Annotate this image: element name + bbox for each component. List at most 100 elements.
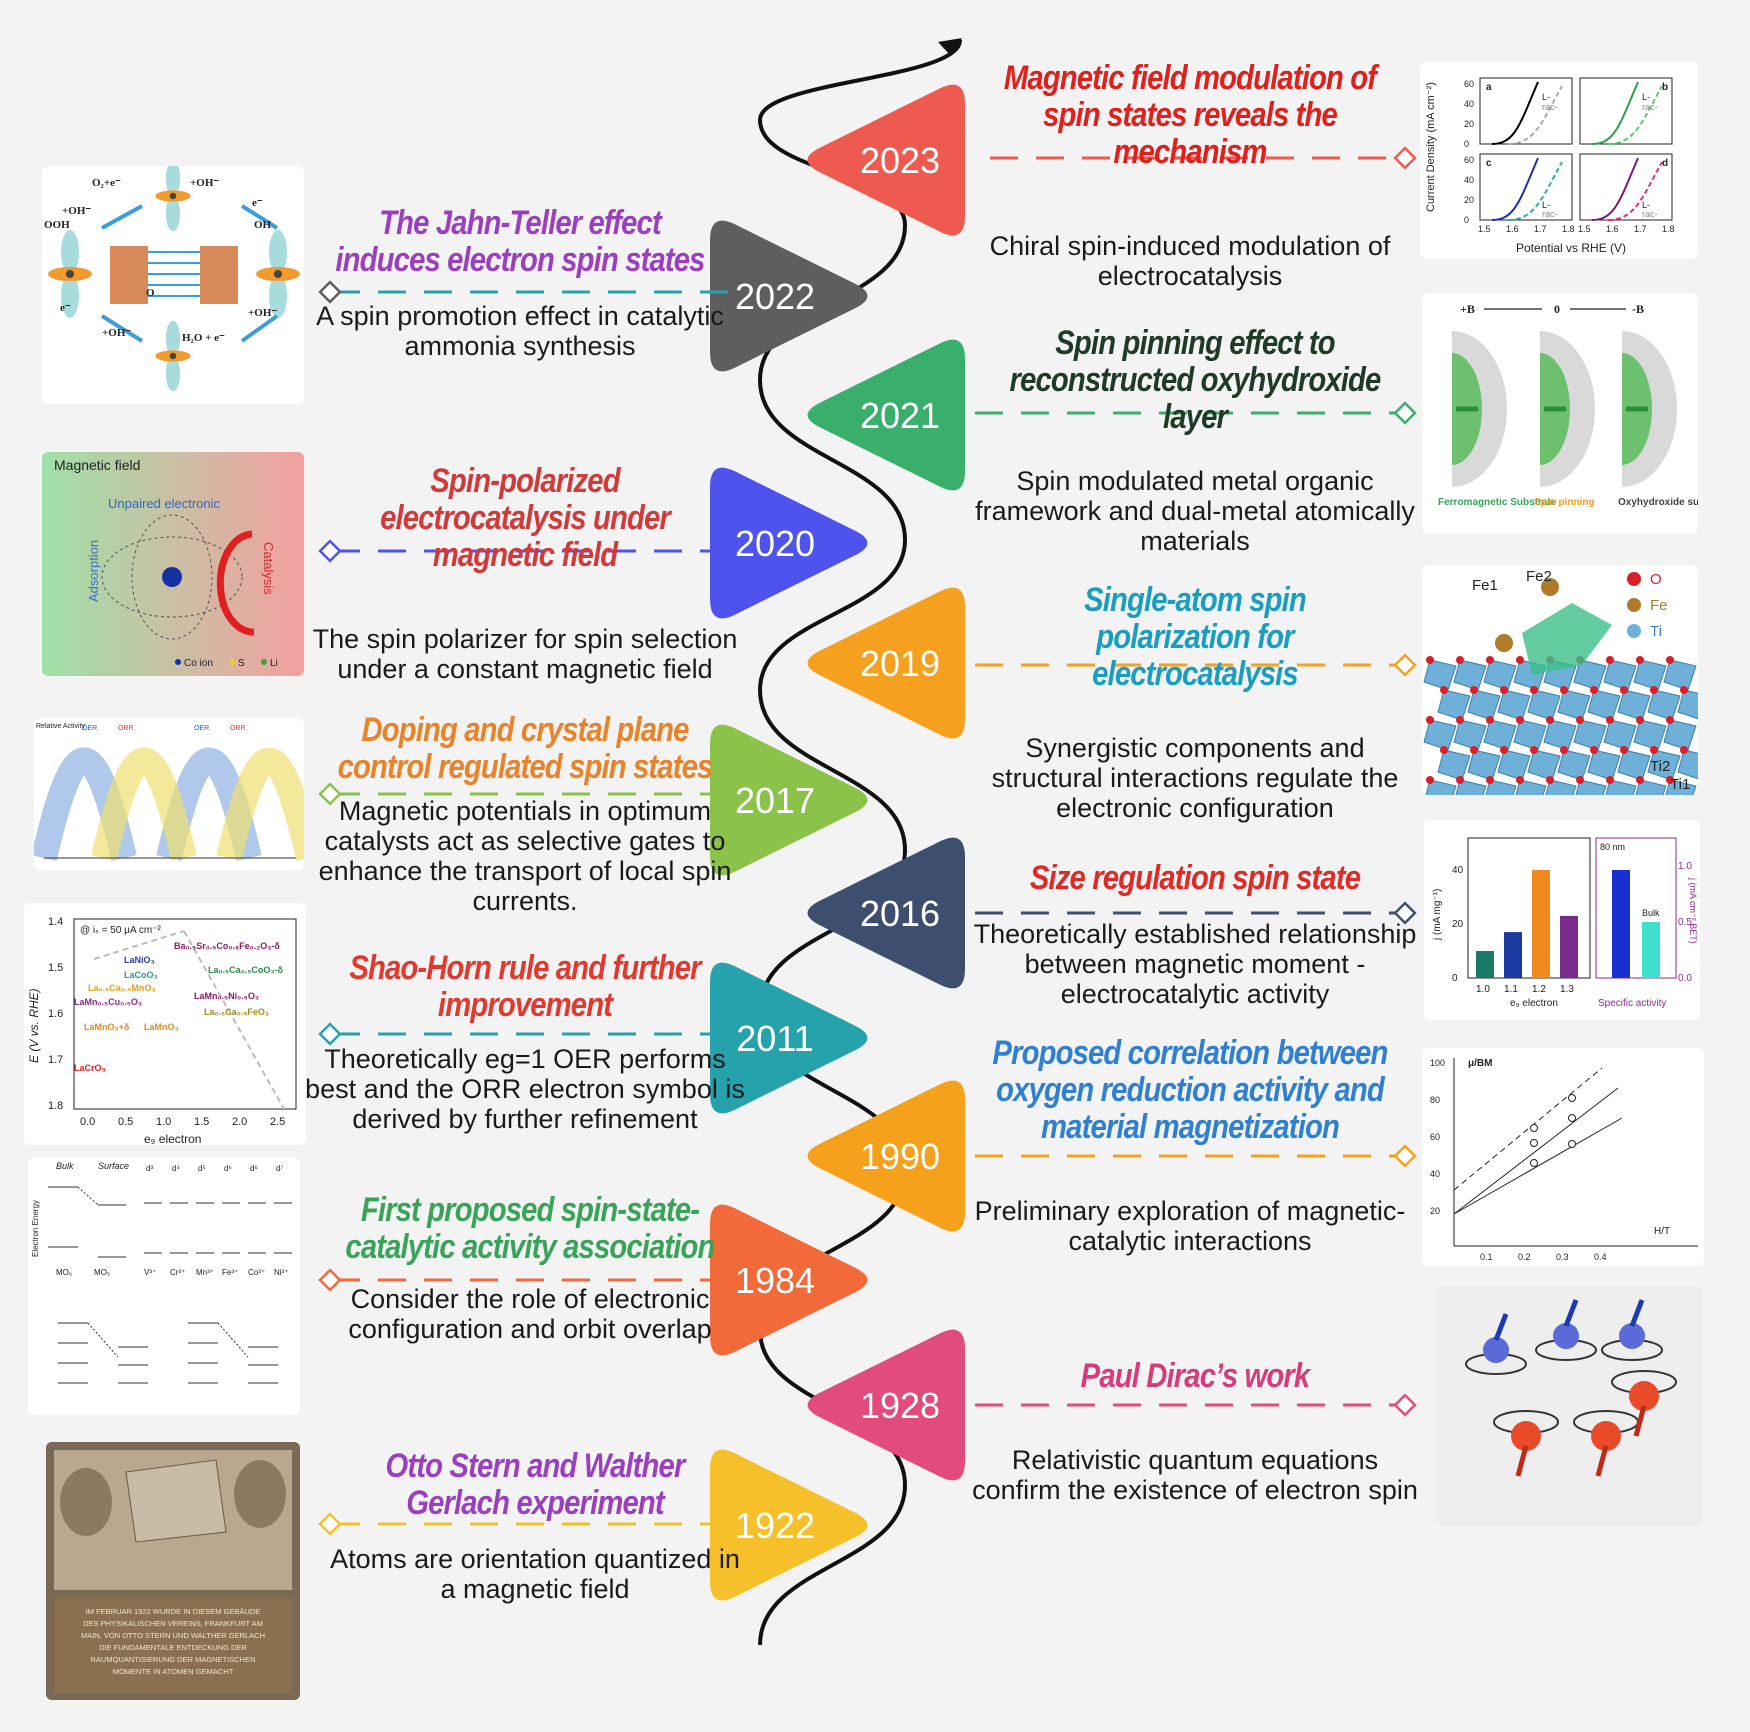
orbital-label: d⁶ bbox=[250, 1164, 258, 1173]
x-tick: 1.3 bbox=[1560, 984, 1574, 995]
legend-l: L- bbox=[1542, 92, 1550, 102]
mo-link bbox=[217, 1322, 249, 1358]
x-tick: 0.4 bbox=[1594, 1252, 1607, 1262]
ion-label: Ni³⁺ bbox=[274, 1268, 288, 1277]
x-tick: 1.8 bbox=[1662, 224, 1675, 234]
ti-octahedron bbox=[1545, 779, 1577, 795]
y-tick: 1.7 bbox=[48, 1054, 63, 1066]
legend-label: Co ion bbox=[184, 658, 213, 669]
o-atom bbox=[1440, 746, 1448, 754]
inscription-text: IM FEBRUAR 1922 WURDE IN DIESEM GEBÄUDE bbox=[86, 1607, 261, 1616]
o-atom bbox=[1516, 716, 1524, 724]
o-atom bbox=[1666, 656, 1674, 664]
catalysis-label: Catalysis bbox=[261, 542, 276, 595]
orbital-label: d³ bbox=[146, 1164, 153, 1173]
inscription-text: MOMENTE IN ATOMEN GEMACHT bbox=[113, 1667, 234, 1676]
y-tick: 0 bbox=[1464, 215, 1469, 225]
compound-label: LaCoO₃ bbox=[124, 970, 158, 980]
column-label: Surface bbox=[98, 1161, 129, 1171]
portrait-stern bbox=[60, 1468, 112, 1536]
series-dashed bbox=[1453, 1067, 1603, 1191]
column-label: Bulk bbox=[56, 1161, 74, 1171]
event-title: Size regulation spin state bbox=[1029, 859, 1361, 897]
event-2022: The Jahn-Teller effect induces electron … bbox=[300, 204, 740, 362]
event-1922: Otto Stern and Walther Gerlach experimen… bbox=[320, 1448, 750, 1605]
condition-label: @ iₛ = 50 μA cm⁻² bbox=[80, 925, 161, 936]
x-tick: 2.0 bbox=[232, 1116, 247, 1128]
compound-label: LaMn₀.₅Ni₀.₅O₃ bbox=[194, 991, 259, 1001]
legend-label: S bbox=[238, 658, 245, 669]
event-description: Synergistic components and structural in… bbox=[991, 733, 1399, 823]
figure-1928-electron-spin bbox=[1436, 1286, 1702, 1526]
o-atom bbox=[1456, 656, 1464, 664]
orbital-lobe bbox=[165, 196, 181, 232]
orbital-lobe bbox=[165, 320, 181, 356]
inscription-text: DES PHYSIKALISCHEN VEREINS, FRANKFURT AM bbox=[83, 1619, 263, 1628]
panel-frame bbox=[1479, 153, 1573, 221]
y2-tick: 0.0 bbox=[1678, 973, 1692, 984]
ti-octahedron bbox=[1633, 659, 1667, 691]
legend-label: Ti bbox=[1650, 623, 1662, 640]
y-axis-label: E (V vs. RHE) bbox=[27, 988, 41, 1063]
year-marker-2022: 2022 bbox=[710, 220, 868, 372]
timeline-path bbox=[757, 39, 962, 1646]
figure-1922-memorial-plaque: IM FEBRUAR 1922 WURDE IN DIESEM GEBÄUDE D… bbox=[46, 1442, 300, 1700]
legend-rac: rac- bbox=[1542, 102, 1558, 112]
y-tick: 40 bbox=[1464, 175, 1474, 185]
legend-label: Li bbox=[270, 658, 278, 669]
event-title: The Jahn-Teller effect induces electron … bbox=[335, 204, 705, 279]
compound-label: LaCrO₃ bbox=[74, 1063, 106, 1073]
compound-label: LaMn₀.₅Cu₀.₅O₃ bbox=[74, 997, 142, 1007]
ti-octahedron bbox=[1663, 659, 1697, 691]
year-marker-1984: 1984 bbox=[710, 1204, 868, 1356]
legend-rac: rac- bbox=[1642, 209, 1658, 219]
year-marker-shape bbox=[710, 220, 868, 372]
year-label: 2020 bbox=[735, 523, 815, 564]
inscription-text: MAIN, VON OTTO STERN UND WALTHER GERLACH bbox=[81, 1631, 265, 1640]
electron-down bbox=[1629, 1381, 1659, 1411]
reaction-label: OOH bbox=[44, 219, 70, 231]
ti-octahedron bbox=[1497, 749, 1531, 781]
year-marker-shape bbox=[710, 724, 868, 876]
o-atom bbox=[1590, 686, 1598, 694]
ti-octahedron bbox=[1663, 719, 1697, 751]
o-atom bbox=[1486, 656, 1494, 664]
o-atom bbox=[1486, 776, 1494, 784]
event-2023: Magnetic field modulation of spin states… bbox=[965, 60, 1415, 292]
year-marker-2011: 2011 bbox=[710, 962, 868, 1114]
year-marker-shape bbox=[807, 587, 965, 739]
timeline-arrow-head bbox=[938, 38, 962, 56]
o-atom bbox=[1650, 746, 1658, 754]
ti-octahedron bbox=[1557, 749, 1591, 781]
ti-octahedron bbox=[1587, 689, 1621, 721]
x-tick: 0.1 bbox=[1480, 1252, 1493, 1262]
mo-link bbox=[87, 1322, 119, 1358]
data-point bbox=[1568, 1094, 1576, 1102]
legend-dot bbox=[261, 659, 267, 665]
connector-diamond bbox=[318, 782, 342, 806]
ti-octahedron bbox=[1453, 719, 1487, 751]
mo-label: MO₅ bbox=[94, 1268, 110, 1277]
o-atom bbox=[1530, 686, 1538, 694]
x-tick: 1.5 bbox=[1478, 224, 1491, 234]
y-axis-label: Electron Energy bbox=[31, 1200, 40, 1257]
year-label: 1984 bbox=[735, 1260, 815, 1301]
ti-octahedron bbox=[1423, 719, 1457, 751]
ion-label: Mn³⁺ bbox=[196, 1268, 214, 1277]
reaction-arrow bbox=[240, 314, 279, 343]
caption: Ferromagnetic Substrate bbox=[1438, 497, 1557, 508]
ti-octahedron bbox=[1605, 779, 1637, 795]
y-tick: 100 bbox=[1430, 1058, 1445, 1068]
data-point bbox=[1530, 1159, 1538, 1167]
legend-label: Fe bbox=[1650, 597, 1668, 614]
atom-label: Ti2 bbox=[1650, 758, 1670, 775]
o-atom bbox=[1560, 686, 1568, 694]
y2-axis-label: j (mA cm⁻² BET) bbox=[1688, 877, 1698, 944]
o-atom bbox=[1680, 686, 1688, 694]
orbit bbox=[131, 514, 213, 640]
compound-label: La₀.₅Ca₀.₅FeO₃ bbox=[204, 1007, 269, 1017]
o-atom bbox=[1500, 746, 1508, 754]
